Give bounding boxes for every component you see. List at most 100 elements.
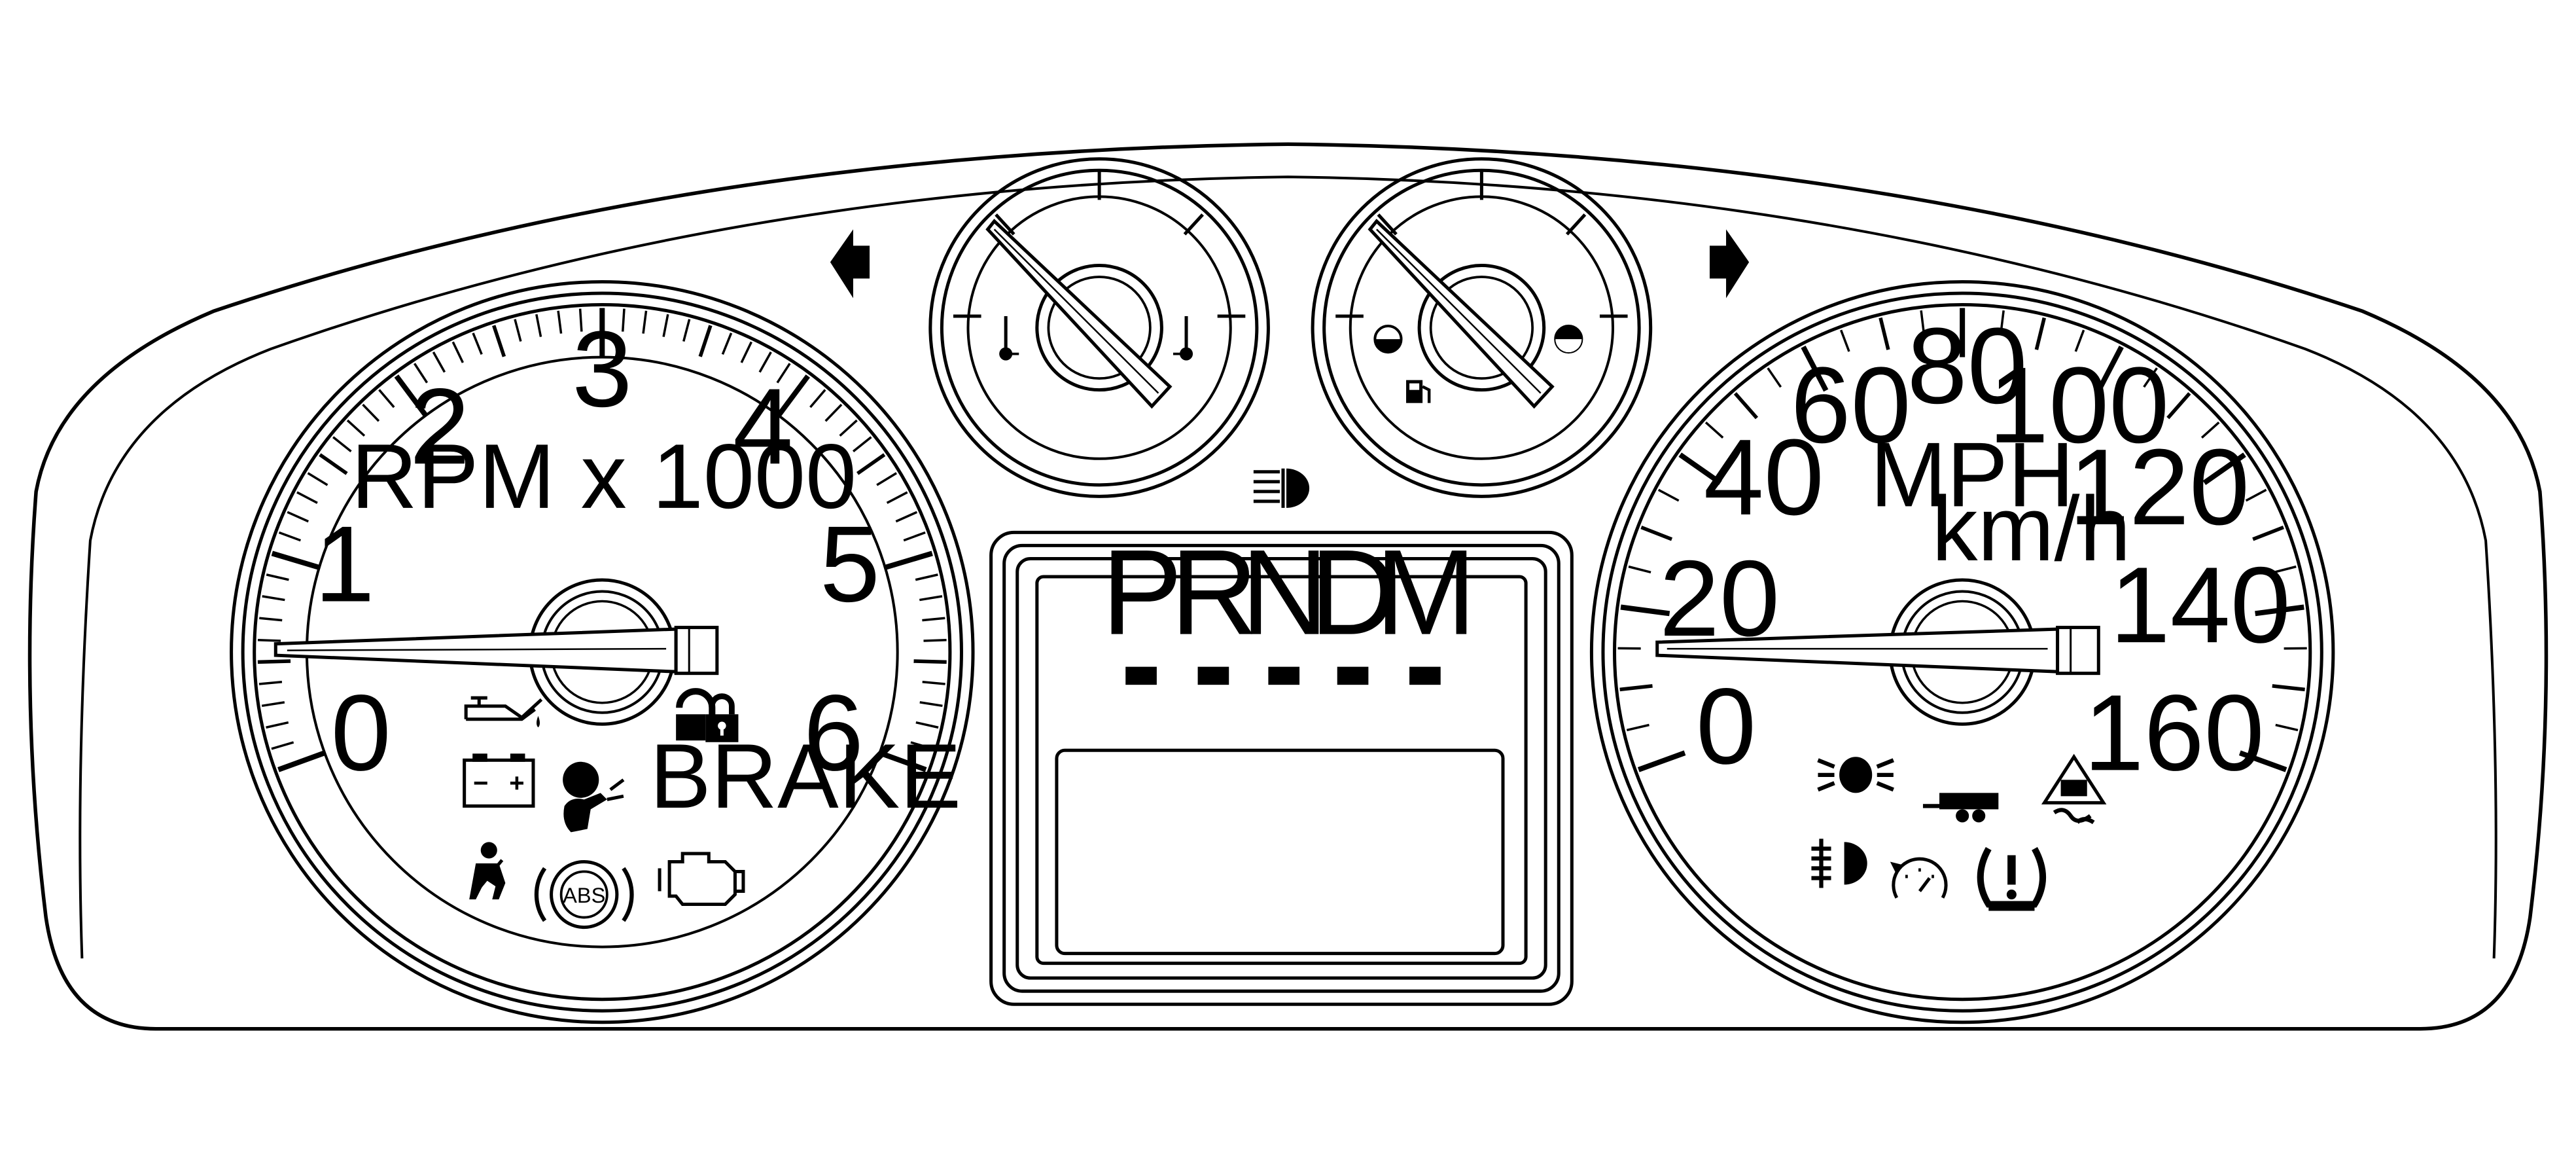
- traction-control-icon: [2041, 753, 2107, 825]
- airbag-icon: [563, 761, 625, 833]
- speedo-tick: [1620, 604, 1670, 617]
- tach-unit-label: RPM x 1000: [351, 425, 856, 528]
- tach-number-0: 0: [331, 672, 391, 793]
- cluster-housing: [27, 142, 2549, 1031]
- temp-needle: [985, 219, 1173, 409]
- fuel-needle: [1367, 219, 1555, 409]
- shift-position-p: P: [1101, 525, 1182, 660]
- tach-tick: [278, 531, 302, 542]
- tach-tick: [922, 680, 945, 685]
- speed-unit-kmh: km/h: [1932, 477, 2130, 580]
- shift-position-d: D: [1310, 525, 1398, 660]
- shift-marker-m: [1409, 666, 1441, 685]
- security-lock-icon: [676, 688, 739, 742]
- tach-tick: [682, 319, 691, 342]
- tach-tick: [758, 352, 772, 373]
- tach-tick: [257, 639, 281, 642]
- tach-number-1: 1: [315, 504, 375, 625]
- speedometer-tick-marks: [1617, 308, 2307, 772]
- tach-tick: [776, 363, 791, 384]
- speedo-tick: [1767, 367, 1782, 388]
- tach-number-3: 3: [572, 309, 632, 430]
- tach-tick: [922, 617, 945, 622]
- tach-tick: [362, 403, 380, 422]
- speedo-tick: [2074, 329, 2085, 352]
- seatbelt-icon: [469, 842, 506, 900]
- tach-tick: [258, 680, 283, 685]
- tach-tick: [621, 308, 626, 332]
- temperature-gauge: [928, 157, 1270, 498]
- tach-tick: [884, 550, 933, 570]
- tach-tick: [903, 531, 926, 542]
- high-beam-icon: [1253, 468, 1310, 508]
- speedo-tick: [2096, 346, 2124, 392]
- tach-tick: [346, 419, 366, 437]
- speedo-tick: [1619, 684, 1653, 692]
- fuel-pump-icon: [1406, 380, 1431, 403]
- tach-tick: [259, 617, 283, 622]
- tach-tick: [472, 333, 483, 355]
- tach-number-5: 5: [820, 504, 880, 625]
- tach-tick: [266, 573, 289, 581]
- tach-tick: [535, 314, 542, 337]
- oil-pressure-icon: [464, 696, 543, 728]
- shift-position-n: N: [1241, 525, 1328, 660]
- speedo-tick: [2166, 392, 2191, 420]
- speed-unit-mph: MPH: [1870, 423, 2074, 526]
- tach-tick: [451, 341, 465, 363]
- tach-tick: [307, 472, 328, 486]
- tach-tick: [271, 741, 294, 750]
- center-display: P R N D M: [989, 525, 1574, 1006]
- speedo-tick: [1733, 392, 1759, 420]
- speed-number-140: 140: [2110, 545, 2291, 666]
- tach-tick: [277, 750, 326, 772]
- shift-indicator: P R N D M: [1101, 525, 1476, 685]
- battery-icon: [463, 753, 535, 808]
- speed-number-80: 80: [1907, 306, 2028, 427]
- tach-number-6: 6: [803, 672, 864, 793]
- speedo-tick: [2272, 684, 2305, 692]
- speedo-tick: [1678, 452, 1722, 485]
- speed-number-100: 100: [1988, 345, 2169, 466]
- speedo-tick: [2000, 310, 2005, 334]
- tach-tick: [266, 721, 289, 729]
- tach-tick: [378, 389, 395, 408]
- speedo-tick: [2034, 317, 2046, 350]
- speed-needle: [1655, 578, 2100, 726]
- tach-tick: [287, 511, 309, 523]
- fuel-empty-icon: [1373, 325, 1403, 354]
- speedo-tick: [2200, 421, 2220, 439]
- speedo-tick: [2245, 488, 2267, 502]
- cluster-housing-inner: [79, 175, 2497, 959]
- shift-marker-p: [1125, 666, 1157, 685]
- tach-tick: [919, 595, 943, 602]
- tach-tick: [876, 472, 898, 486]
- speedo-tick: [1637, 750, 1686, 772]
- tach-tick: [514, 319, 522, 342]
- tach-tick: [913, 659, 947, 664]
- tach-tick: [557, 310, 563, 334]
- abs-text: ABS: [563, 884, 605, 907]
- tach-tick: [319, 453, 348, 475]
- tach-tick: [698, 325, 713, 357]
- speed-number-120: 120: [2069, 427, 2250, 548]
- speed-number-0: 0: [1696, 666, 1756, 787]
- speedo-tick: [1640, 526, 1673, 541]
- shift-position-m: M: [1375, 525, 1477, 660]
- fuel-full-icon: [1554, 325, 1583, 354]
- shift-marker-d: [1337, 666, 1369, 685]
- tachometer-tick-marks: [257, 308, 947, 772]
- tire-pressure-icon: [1977, 847, 2047, 911]
- shift-marker-n: [1268, 666, 1300, 685]
- speed-number-60: 60: [1791, 345, 1911, 466]
- tach-tick: [394, 374, 428, 418]
- hot-temp-icon: [1173, 316, 1193, 361]
- tach-tick: [824, 403, 843, 422]
- tach-tick: [915, 573, 938, 581]
- speedo-tick: [1840, 329, 1850, 352]
- tach-tick: [915, 721, 939, 729]
- tach-tick: [852, 436, 872, 452]
- turn-left-arrow-icon: [830, 229, 870, 298]
- tach-tick: [895, 511, 918, 523]
- check-engine-icon: [658, 852, 745, 907]
